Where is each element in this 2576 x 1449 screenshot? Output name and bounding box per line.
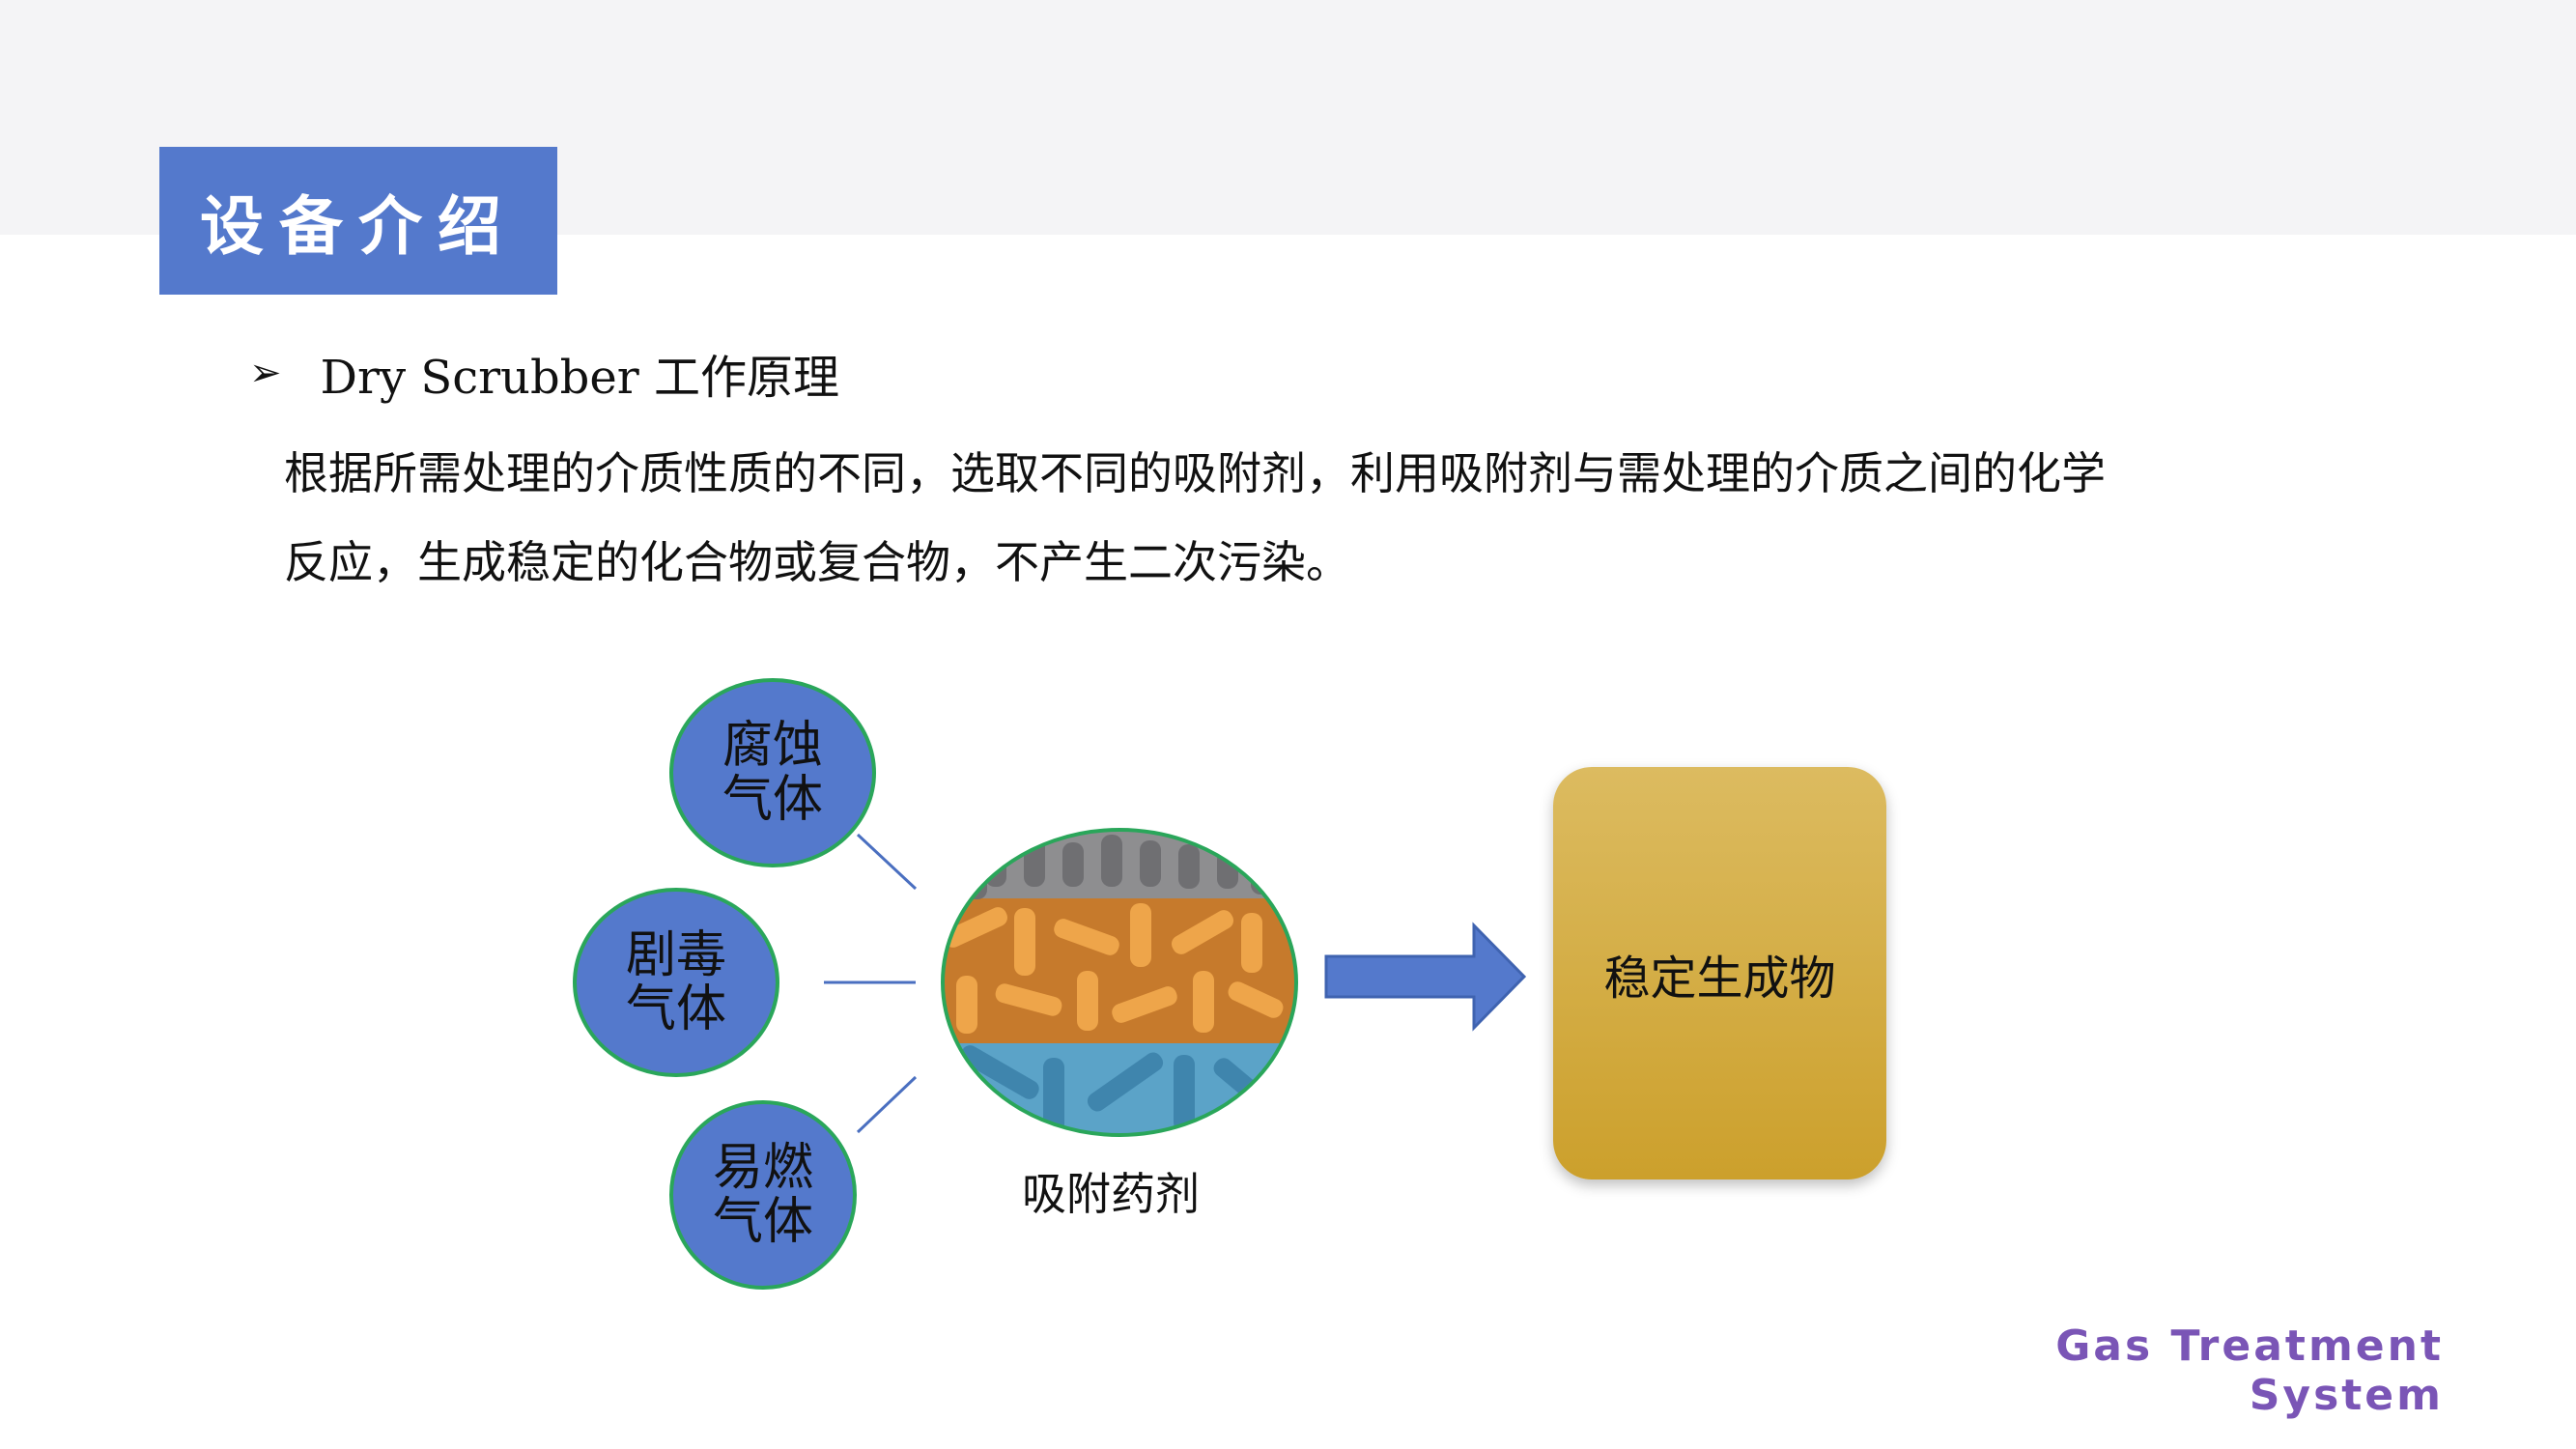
- paragraph-line-1: 根据所需处理的介质性质的不同，选取不同的吸附剂，利用吸附剂与需处理的介质之间的化…: [284, 447, 2106, 499]
- paragraph-line-2: 反应，生成稳定的化合物或复合物，不产生二次污染。: [284, 536, 1350, 588]
- stable-product-box: 稳定生成物: [1553, 767, 1886, 1179]
- gas-label-flammable: 易燃 气体: [671, 1102, 855, 1288]
- connector-line-flammable: [856, 1075, 918, 1134]
- gas-label-toxic-line2: 气体: [625, 980, 726, 1038]
- right-arrow-icon: [1324, 922, 1527, 1032]
- gas-circle-toxic: [573, 888, 779, 1077]
- adsorbent-caption: 吸附药剂: [1022, 1168, 1200, 1220]
- gas-label-flammable-line2: 气体: [712, 1193, 813, 1251]
- adsorbent-circle-border: [941, 828, 1298, 1137]
- connector-line-corrosive: [856, 833, 918, 891]
- gas-circle-flammable: [669, 1100, 857, 1290]
- gas-label-toxic: 剧毒 气体: [575, 890, 778, 1075]
- gas-label-corrosive: 腐蚀 气体: [671, 680, 874, 866]
- slide-title: 设备介绍: [159, 147, 557, 295]
- gas-label-corrosive-line1: 腐蚀: [722, 717, 823, 775]
- gas-label-flammable-line1: 易燃: [712, 1139, 813, 1197]
- gas-circle-corrosive: [669, 678, 876, 867]
- section-heading: ➢ Dry Scrubber 工作原理: [249, 340, 839, 406]
- adsorbent-pellets-image: [943, 830, 1296, 1135]
- heading-text: Dry Scrubber 工作原理: [320, 351, 840, 405]
- footer-brand: Gas Treatment System: [2055, 1321, 2444, 1420]
- gas-label-toxic-line1: 剧毒: [625, 926, 726, 984]
- arrow-bullet-icon: ➢: [249, 351, 282, 395]
- gas-label-corrosive-line2: 气体: [722, 771, 823, 829]
